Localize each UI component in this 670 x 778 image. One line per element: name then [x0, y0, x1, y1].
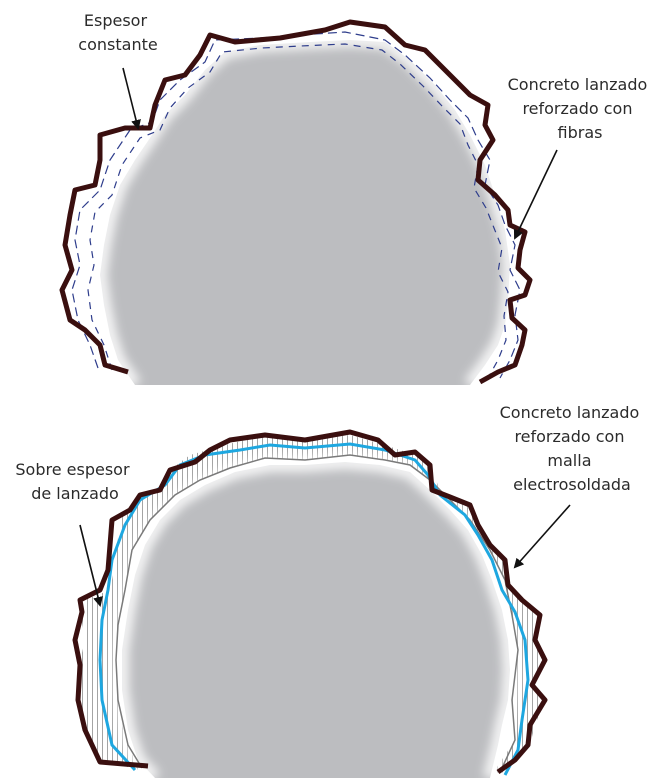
top-rock-outline [59, 19, 533, 385]
bottom-excavation-glow [115, 454, 518, 778]
label-over-thickness: Sobre espesor de lanzado [15, 460, 134, 503]
constant-thickness-arrow [122, 67, 141, 130]
bottom-rock-outline [72, 429, 548, 775]
bottom-excavation-area [122, 462, 510, 778]
bottom-tunnel-section: Concreto lanzado reforzado con malla ele… [15, 403, 645, 778]
over-thickness-arrow [79, 524, 103, 607]
label-fiber-shotcrete: Concreto lanzado reforzado con fibras [508, 75, 653, 142]
shotcrete-inner-line [115, 454, 519, 769]
top-excavation-glow [92, 32, 518, 390]
fiber-dashes-outer [71, 31, 521, 379]
fiber-dashes-inner [87, 43, 509, 379]
top-tunnel-section: Espesor constante Concreto lanzado refor… [59, 11, 653, 390]
top-excavation-area [100, 40, 510, 385]
label-mesh-shotcrete: Concreto lanzado reforzado con malla ele… [500, 403, 645, 494]
welded-mesh-line [98, 442, 530, 776]
label-constant-thickness: Espesor constante [78, 11, 157, 54]
mesh-shotcrete-arrow [513, 504, 571, 569]
fiber-shotcrete-arrow [513, 149, 558, 240]
